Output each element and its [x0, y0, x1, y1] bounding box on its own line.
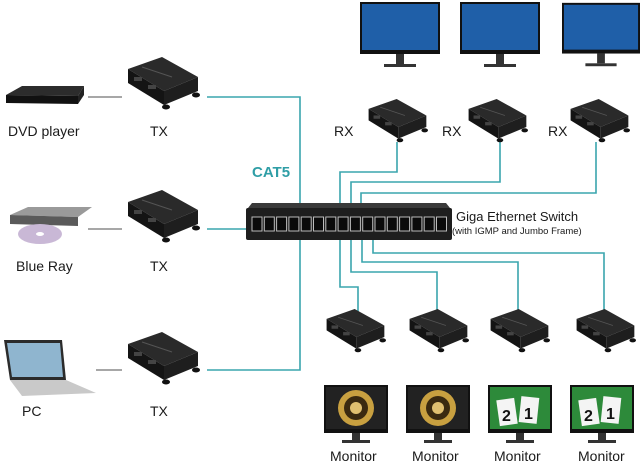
monitor-label: Monitor [412, 448, 459, 464]
monitor-icon [488, 385, 552, 443]
monitor-icon [324, 385, 388, 443]
ethernet-port [325, 216, 337, 232]
ethernet-port [423, 216, 435, 232]
tx-label: TX [150, 403, 169, 419]
laptop-icon [4, 340, 96, 396]
monitor-icon [360, 2, 440, 67]
cat5-cables [207, 96, 605, 371]
source-label: DVD player [8, 123, 80, 139]
monitor-icon [562, 2, 640, 67]
ethernet-port [349, 216, 361, 232]
ethernet-port [251, 216, 263, 232]
dvd-player-icon [6, 86, 84, 104]
ethernet-switch [246, 203, 452, 240]
bluray-player-icon [10, 207, 92, 244]
tx-label: TX [150, 258, 169, 274]
rx-extender-icon [468, 98, 528, 143]
monitor-icon [406, 385, 470, 443]
ethernet-port [300, 216, 312, 232]
ethernet-port [263, 216, 275, 232]
tx-extender-icon [127, 56, 200, 110]
rx-extender-icon [576, 308, 636, 353]
ethernet-port [386, 216, 398, 232]
monitor-label: Monitor [578, 448, 625, 464]
ethernet-port [276, 216, 288, 232]
rx-extender-icon [490, 308, 550, 353]
tx-label: TX [150, 123, 169, 139]
monitor-icon [460, 2, 540, 67]
rx-extender-icon [368, 98, 428, 143]
ethernet-port [337, 216, 349, 232]
switch-subtitle: (with IGMP and Jumbo Frame) [452, 226, 582, 237]
ethernet-port [288, 216, 300, 232]
monitor-label: Monitor [330, 448, 377, 464]
rx-label: RX [442, 123, 462, 139]
tx-extender-icon [127, 189, 200, 243]
rx-label: RX [548, 123, 568, 139]
switch-title: Giga Ethernet Switch [456, 209, 578, 224]
rx-extender-icon [326, 308, 386, 353]
source-label: Blue Ray [16, 258, 73, 274]
tx-extender-icon [127, 331, 200, 385]
ethernet-port [436, 216, 447, 232]
monitor-icon [570, 385, 634, 443]
rx-extender-icon [570, 98, 630, 143]
rx-label: RX [334, 123, 354, 139]
ethernet-port [411, 216, 423, 232]
rx-extender-icon [409, 308, 469, 353]
cable-label: CAT5 [252, 164, 290, 181]
monitor-label: Monitor [494, 448, 541, 464]
ethernet-port [374, 216, 386, 232]
source-label: PC [22, 403, 41, 419]
source-cables [88, 96, 122, 371]
ethernet-port [399, 216, 411, 232]
ethernet-port [362, 216, 374, 232]
ethernet-port [313, 216, 324, 232]
